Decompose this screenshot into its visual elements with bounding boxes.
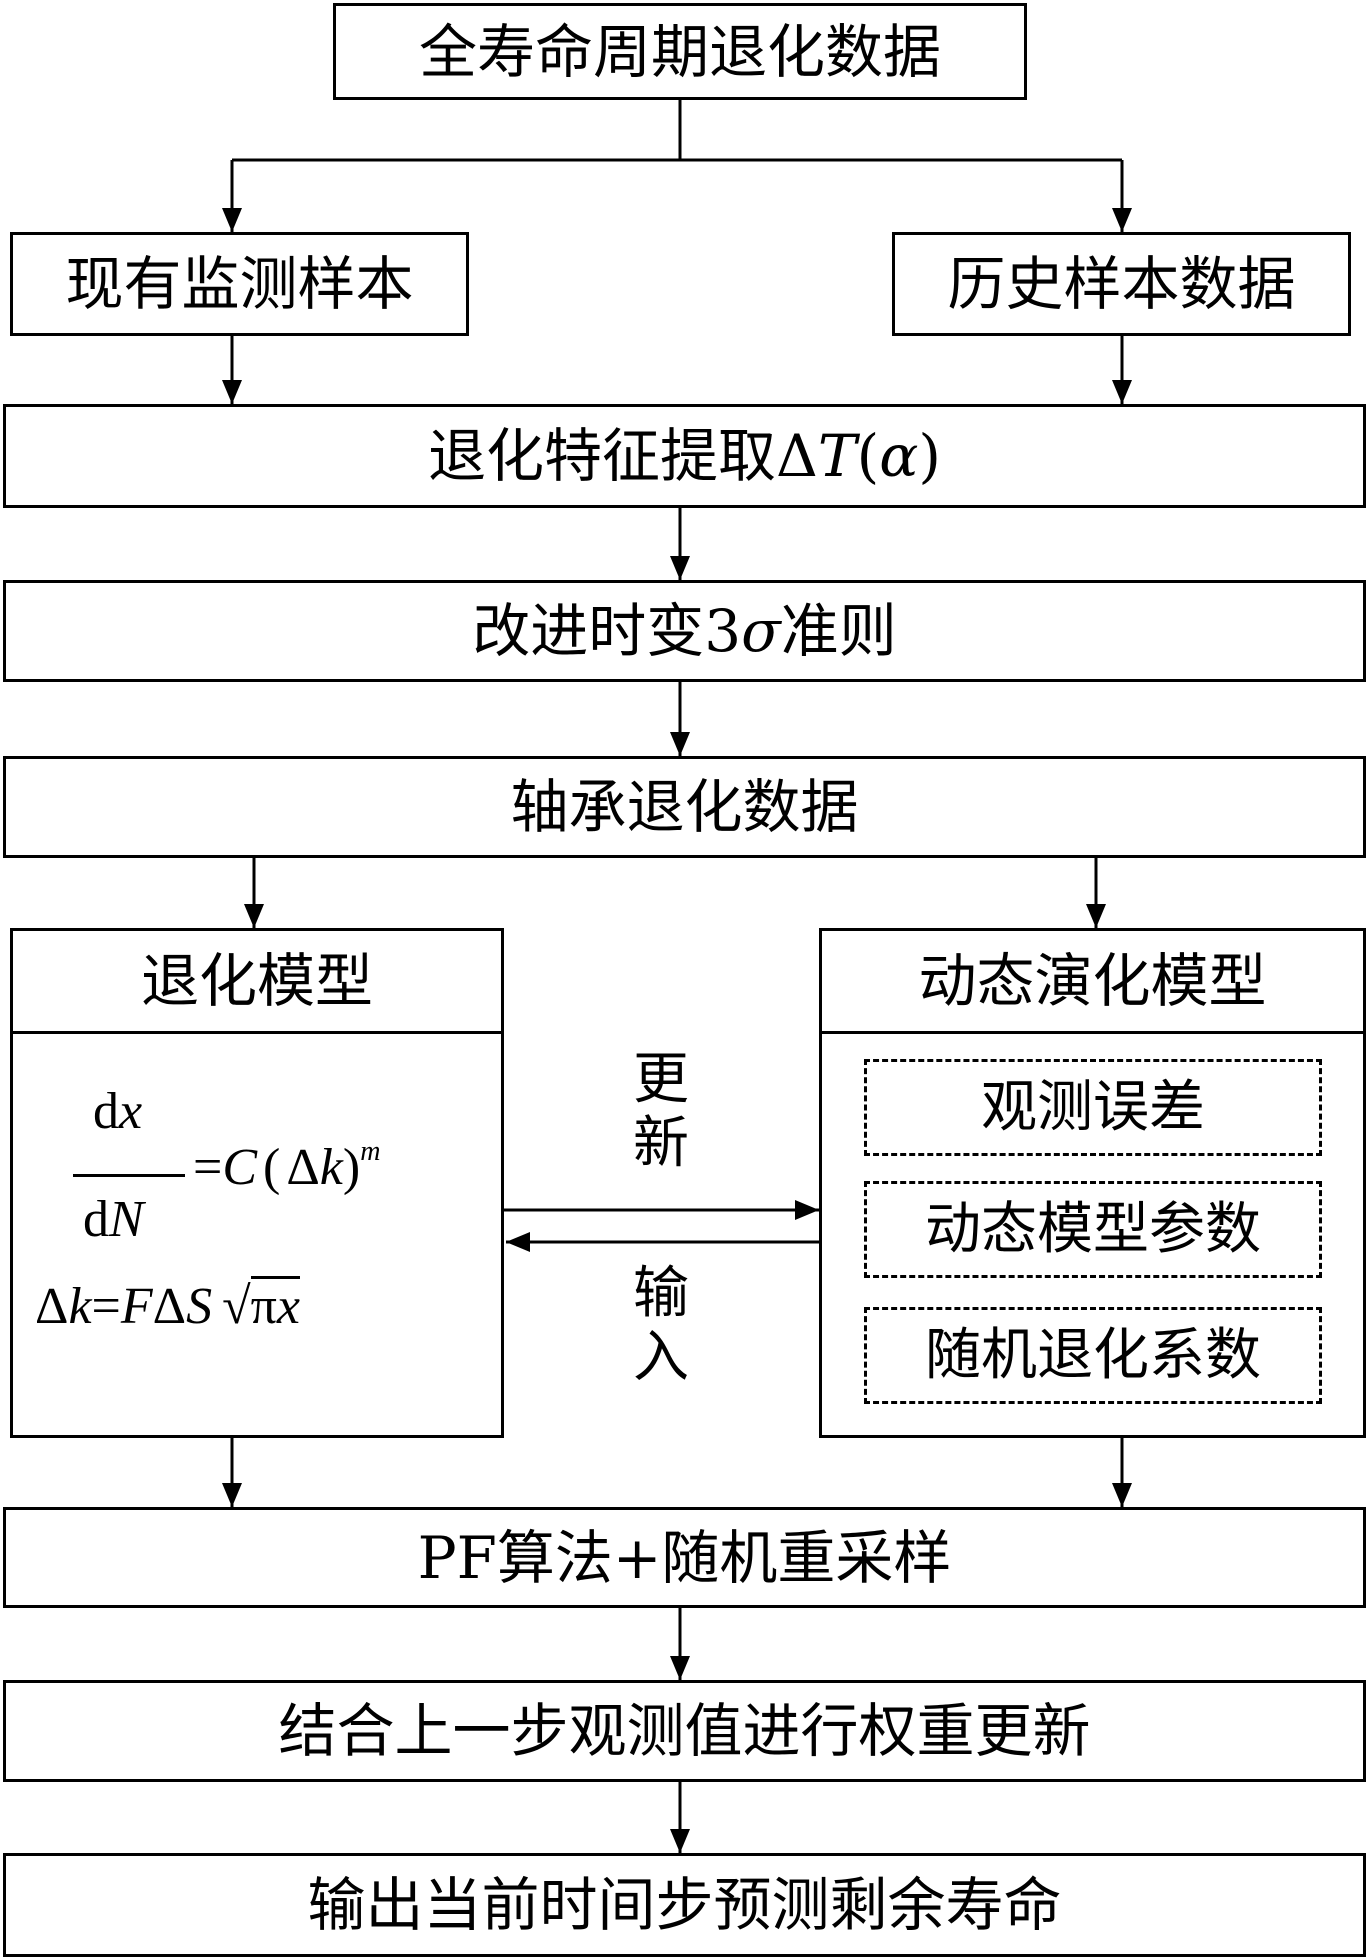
node-full-life-data: 全寿命周期退化数据: [333, 3, 1027, 100]
node-weight-update: 结合上一步观测值进行权重更新: [3, 1680, 1366, 1782]
node-feature-extraction-label: 退化特征提取ΔT(α): [427, 422, 942, 490]
node-observation-error: 观测误差: [864, 1059, 1322, 1156]
formula-numerator: dx: [93, 1083, 143, 1140]
panel-degradation-model: 退化模型 dx dN =C(Δk)m Δk=FΔS√πx: [10, 928, 504, 1438]
node-dynamic-params-label: 动态模型参数: [925, 1196, 1261, 1262]
formula-denominator: dN: [83, 1191, 144, 1248]
node-improved-rule: 改进时变3σ准则: [3, 580, 1366, 682]
node-random-coef: 随机退化系数: [864, 1307, 1322, 1404]
node-pf-algorithm-label: PF算法+随机重采样: [417, 1523, 952, 1592]
panel-dynamic-model-title: 动态演化模型: [918, 947, 1267, 1015]
node-historical-data-label: 历史样本数据: [947, 250, 1296, 318]
edge-label-update-char-2: 新: [633, 1111, 689, 1176]
edge-label-input-char-1: 输: [633, 1261, 689, 1326]
node-pf-algorithm: PF算法+随机重采样: [3, 1507, 1366, 1608]
node-weight-update-label: 结合上一步观测值进行权重更新: [278, 1697, 1091, 1765]
edge-label-input-char-2: 入: [633, 1325, 689, 1390]
node-historical-data: 历史样本数据: [892, 232, 1351, 336]
node-full-life-data-label: 全寿命周期退化数据: [418, 17, 941, 86]
panel-degradation-model-title: 退化模型: [140, 947, 373, 1015]
node-dynamic-params: 动态模型参数: [864, 1181, 1322, 1278]
node-feature-extraction: 退化特征提取ΔT(α): [3, 404, 1366, 508]
edge-label-input: 输 入: [626, 1262, 696, 1390]
node-current-monitoring-label: 现有监测样本: [65, 250, 414, 318]
node-output-rul: 输出当前时间步预测剩余寿命: [3, 1853, 1366, 1957]
edge-label-update-char-1: 更: [633, 1047, 689, 1112]
node-observation-error-label: 观测误差: [981, 1074, 1205, 1140]
panel-degradation-model-header: 退化模型: [13, 931, 501, 1034]
node-bearing-data: 轴承退化数据: [3, 756, 1366, 858]
node-bearing-data-label: 轴承退化数据: [510, 773, 859, 841]
edge-label-update: 更 新: [626, 1048, 696, 1176]
formula-line-2: Δk=FΔS√πx: [35, 1276, 300, 1335]
panel-dynamic-model-header: 动态演化模型: [822, 931, 1363, 1034]
node-random-coef-label: 随机退化系数: [925, 1322, 1261, 1388]
panel-dynamic-model: 动态演化模型 观测误差 动态模型参数 随机退化系数: [819, 928, 1366, 1438]
formula-rhs-1: =C(Δk)m: [193, 1135, 381, 1196]
node-improved-rule-label: 改进时变3σ准则: [472, 597, 897, 665]
node-output-rul-label: 输出当前时间步预测剩余寿命: [307, 1871, 1062, 1939]
formula-fraction-bar: [73, 1174, 185, 1177]
node-current-monitoring: 现有监测样本: [10, 232, 469, 336]
formula-paris-law: dx dN =C(Δk)m Δk=FΔS√πx: [13, 1034, 501, 1435]
